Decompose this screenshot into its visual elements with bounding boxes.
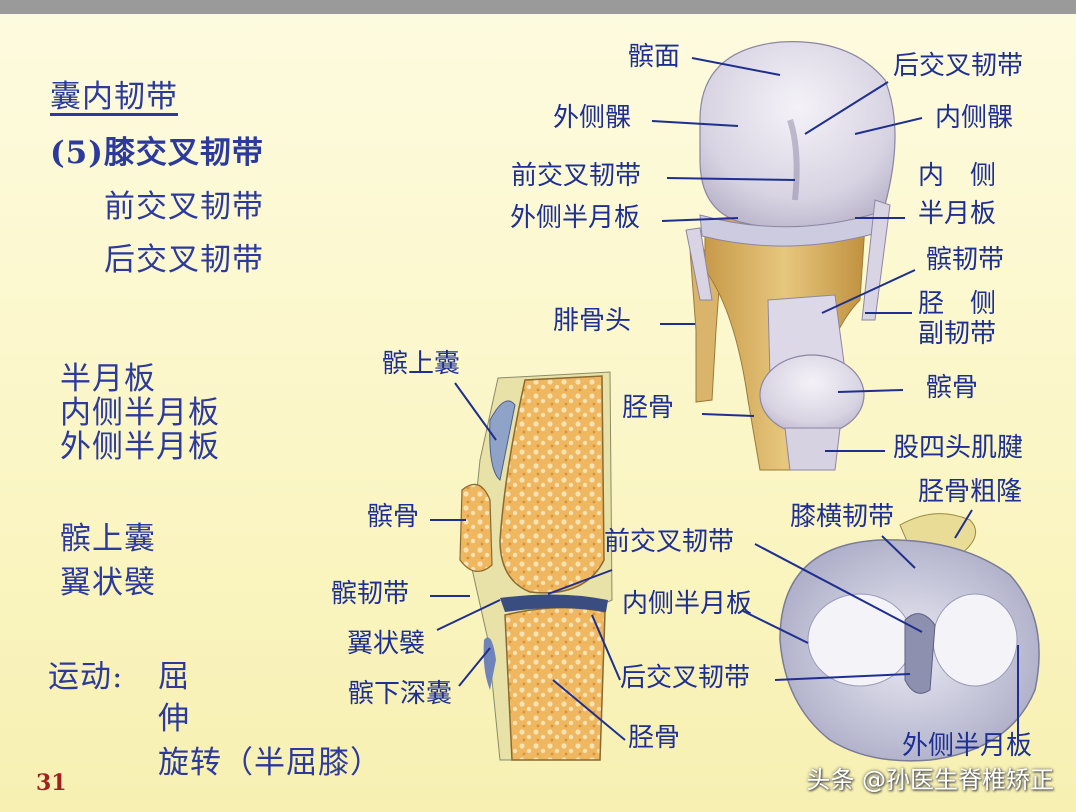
cruciate-item-posterior: 后交叉韧带 <box>104 242 264 278</box>
label-transverse-ligament: 膝横韧带 <box>790 502 895 532</box>
leader-lines <box>430 57 1019 741</box>
label-deep-infrapatellar-bursa: 髌下深囊 <box>348 679 453 709</box>
label-posterior-cruciate-ligament: 后交叉韧带 <box>893 51 1024 81</box>
label-posterior-cruciate-superior: 后交叉韧带 <box>620 663 751 693</box>
label-anterior-cruciate-ligament: 前交叉韧带 <box>511 161 642 191</box>
label-lateral-meniscus: 外侧半月板 <box>510 203 641 233</box>
watermark: 头条 @孙医生脊椎矫正 <box>806 766 1054 794</box>
meniscus-item: 半月板 <box>60 361 156 397</box>
slide-top-bar <box>0 0 1076 14</box>
label-medial-meniscus-line2: 半月板 <box>918 199 997 229</box>
label-medial-meniscus-superior: 内侧半月板 <box>622 589 753 619</box>
label-patella-sagittal: 髌骨 <box>367 502 420 532</box>
label-tibial-tuberosity: 胫骨粗隆 <box>918 477 1023 507</box>
label-medial-meniscus-line1: 内 侧 <box>918 161 997 191</box>
label-tibial-collateral-line1: 胫 侧 <box>918 289 997 319</box>
motion-item: 伸 <box>158 701 190 737</box>
label-patellar-ligament: 髌韧带 <box>926 245 1005 275</box>
fold-item: 翼状襞 <box>60 565 156 601</box>
label-tibia-anterior: 胫骨 <box>622 393 675 423</box>
label-patellar-ligament-sagittal: 髌韧带 <box>331 579 410 609</box>
label-lateral-meniscus-superior: 外侧半月板 <box>902 731 1033 761</box>
label-suprapatellar-bursa: 髌上囊 <box>382 349 461 379</box>
label-lateral-condyle: 外侧髁 <box>553 103 632 133</box>
sagittal-knee-section <box>459 371 613 761</box>
tibial-plateau-view <box>779 513 1040 762</box>
label-patellar-surface: 髌面 <box>628 42 681 72</box>
slide-title: 囊内韧带 <box>50 79 178 115</box>
label-fibular-head: 腓骨头 <box>553 306 632 336</box>
motion-item: 屈 <box>158 659 190 695</box>
page-number: 31 <box>36 770 67 796</box>
label-alar-fold: 翼状襞 <box>347 629 426 659</box>
meniscus-item: 内侧半月板 <box>60 395 220 431</box>
cruciate-item-anterior: 前交叉韧带 <box>104 189 264 225</box>
fold-item: 髌上囊 <box>60 521 156 557</box>
anterior-knee-view <box>685 41 896 471</box>
label-quadriceps-tendon: 股四头肌腱 <box>893 433 1024 463</box>
label-patella-anterior: 髌骨 <box>926 373 979 403</box>
motion-label: 运动: <box>48 659 124 695</box>
meniscus-item: 外侧半月板 <box>60 429 220 465</box>
label-anterior-cruciate-superior: 前交叉韧带 <box>604 527 735 557</box>
motion-item: 旋转（半屈膝） <box>158 745 382 781</box>
cruciate-heading: (5)膝交叉韧带 <box>50 135 264 171</box>
label-tibial-collateral-line2: 副韧带 <box>918 319 997 349</box>
label-tibia-sagittal: 胫骨 <box>628 723 681 753</box>
label-medial-condyle: 内侧髁 <box>935 103 1014 133</box>
